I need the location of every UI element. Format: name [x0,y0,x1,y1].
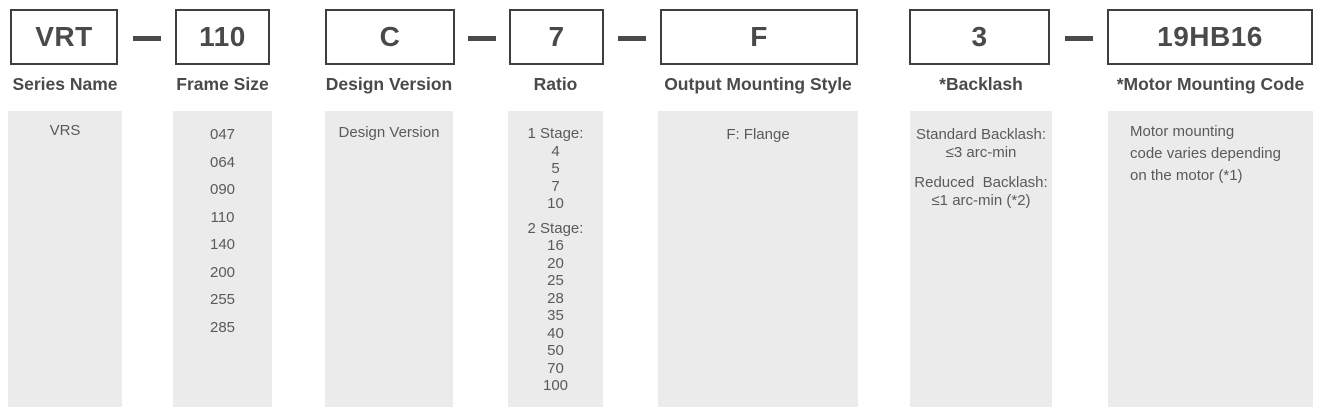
dash-separator [1064,36,1093,41]
panel-line: 10 [547,195,564,212]
panel-line: 4 [551,142,560,160]
panel-line: VRS [49,122,81,139]
code-value: 19HB16 [1157,21,1263,52]
segment-label: Series Name [12,74,118,94]
code-value: 110 [199,21,246,52]
code-value: 3 [971,21,988,52]
code-value: 7 [548,21,565,52]
panel-line: 5 [551,160,560,177]
panel-line: 110 [210,208,235,226]
segment-label: *Motor Mounting Code [1116,74,1305,94]
panel-line: 064 [209,153,236,171]
code-value: VRT [35,21,93,52]
panel-line: 1 Stage: [527,125,584,142]
panel-line: 28 [547,289,564,307]
code-box--motor-mounting-code: 19HB16 [1107,9,1313,65]
options-panel--motor-mounting-code: Motor mounting code varies depending on th… [1108,111,1313,407]
panel-line: Reduced Backlash: [914,174,1048,191]
segment-label: Output Mounting Style [664,74,852,94]
options-panel-frame-size: 047 064 090 110 140 200 255 285 [173,111,272,407]
panel-line: 16 [547,237,564,254]
options-panel-series-name: VRS [8,111,122,407]
segment-label: Design Version [325,74,453,94]
code-box-frame-size: 110 [175,9,270,65]
panel-line: 50 [547,342,564,359]
panel-line: 255 [209,291,236,308]
panel-line: 35 [547,307,564,324]
segment-label: Frame Size [176,74,269,94]
code-value: F [750,21,768,52]
panel-line: ≤3 arc-min [945,143,1017,161]
panel-line: Motor mounting [1130,123,1235,140]
panel-spacer [508,213,603,220]
panel-line: Standard Backlash: [915,126,1047,143]
panel-line: 090 [209,181,236,198]
code-box-output-mounting-style: F [660,9,858,65]
panel-line: 20 [547,254,564,272]
segment-label: Ratio [533,74,578,94]
panel-line: 40 [547,324,564,342]
panel-line: 285 [209,318,236,336]
panel-line: ≤1 arc-min (*2) [931,191,1031,209]
panel-line: 047 [209,126,236,143]
code-box-series-name: VRT [10,9,118,65]
panel-line: 25 [547,272,564,289]
segment-label: *Backlash [939,74,1023,94]
panel-line: code varies depending [1130,145,1281,162]
code-box-design-version: C [325,9,455,65]
panel-line: 200 [209,263,236,281]
panel-line: on the motor (*1) [1130,167,1243,184]
options-panel-design-version: Design Version [325,111,453,407]
code-box-ratio: 7 [509,9,604,65]
panel-line: 140 [209,236,236,253]
panel-line: 100 [542,377,569,394]
options-panel-output-mounting-style: F: Flange [658,111,858,407]
panel-line: 70 [547,359,564,377]
code-box--backlash: 3 [909,9,1050,65]
dash-separator [132,36,161,41]
panel-spacer [910,161,1052,174]
code-value: C [379,21,401,52]
panel-line: F: Flange [726,126,790,143]
panel-line: 2 Stage: [527,219,584,237]
dash-separator [618,36,646,41]
panel-line: Design Version [338,124,440,141]
dash-separator [468,36,496,41]
panel-line: 7 [551,177,560,195]
